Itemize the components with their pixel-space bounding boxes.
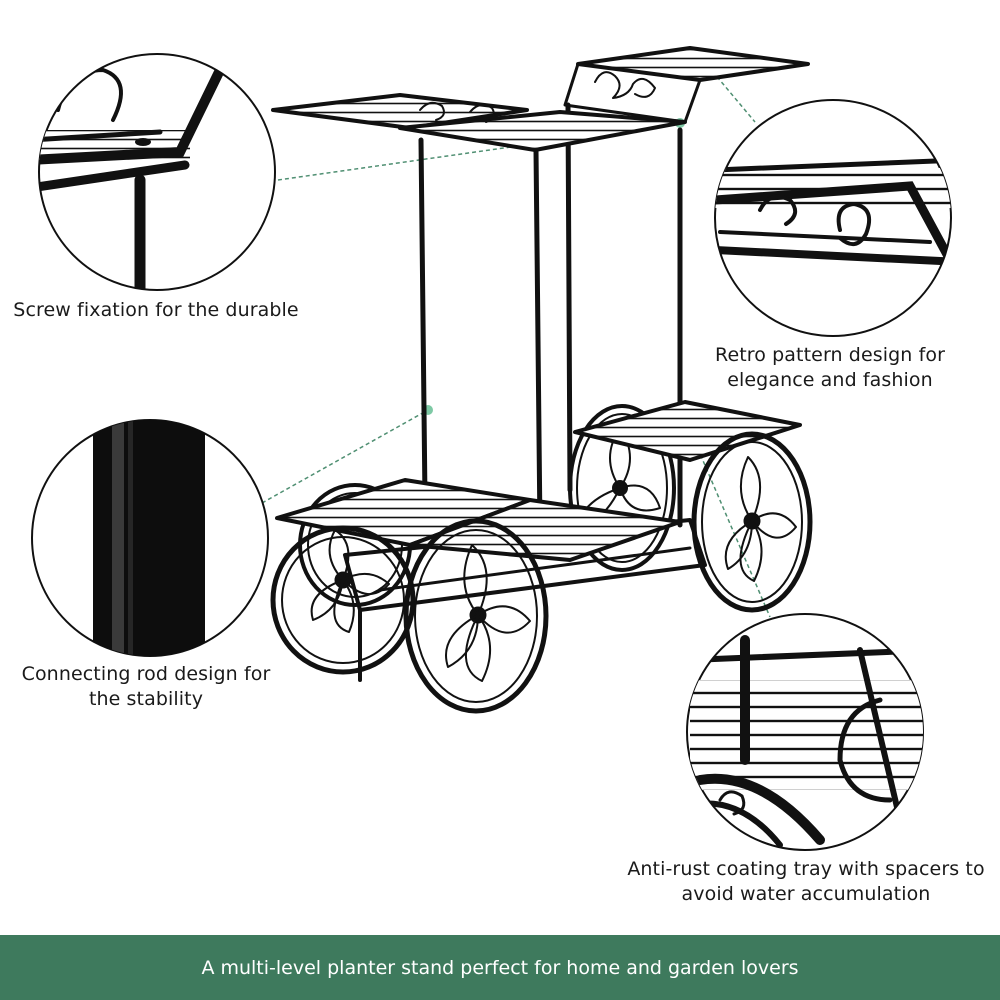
caption-connecting-rod: Connecting rod design for the stability [0,662,292,712]
planter-stand [270,46,813,714]
caption-screw-text: Screw fixation for the durable [13,299,299,321]
front-wheel-left [270,525,416,675]
front-wheel-right [691,431,813,613]
detail-circle-rod [31,419,269,657]
footer-banner: A multi-level planter stand perfect for … [0,935,1000,1000]
lower-shelves [275,400,802,562]
caption-retro-line-2: elegance and fashion [727,369,933,391]
caption-tray-line-2: avoid water accumulation [681,883,931,905]
rear-wheel-right [568,404,676,572]
top-shelves [271,46,810,152]
caption-rod-line-1: Connecting rod design for [21,663,271,685]
product-illustration [31,46,952,851]
caption-anti-rust-tray: Anti-rust coating tray with spacers to a… [612,857,1000,907]
banner-text: A multi-level planter stand perfect for … [201,956,799,979]
caption-retro-pattern: Retro pattern design for elegance and fa… [690,343,970,393]
caption-rod-line-2: the stability [88,688,204,710]
detail-circle-tray [686,613,924,851]
detail-circle-screw [38,53,276,291]
caption-retro-line-1: Retro pattern design for [715,344,945,366]
support-posts [418,102,683,533]
caption-tray-line-1: Anti-rust coating tray with spacers to [627,858,985,880]
caption-screw-fixation: Screw fixation for the durable [0,298,312,323]
front-wheel-center [403,518,549,714]
detail-circle-retro [714,99,952,337]
